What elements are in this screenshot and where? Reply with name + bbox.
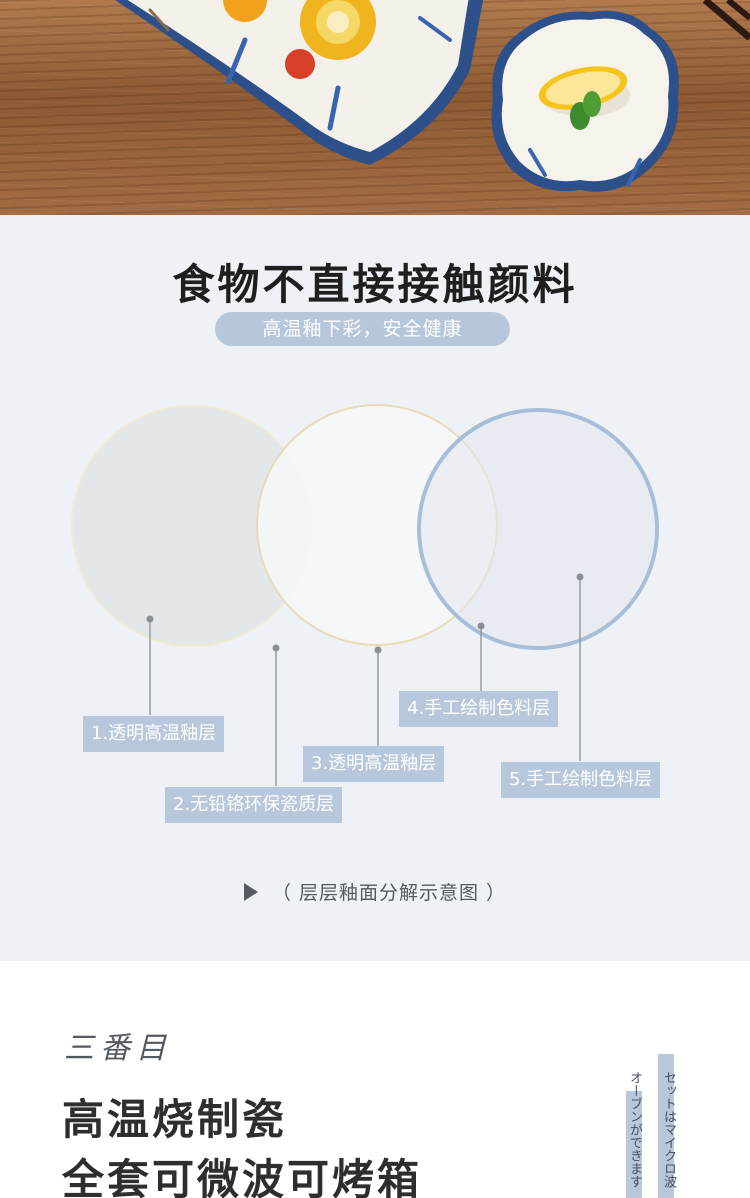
vertical-accent-bar-1 [626, 1091, 642, 1198]
feature-headline-line2: 全套可微波可烤箱 [62, 1155, 423, 1198]
layer-circle-3 [417, 408, 659, 650]
layer-diagram [71, 404, 659, 786]
layer-label-5: 5.手工绘制色料层 [501, 762, 661, 798]
vertical-accent-bar-2 [658, 1054, 674, 1198]
tableware-illustration [114, 0, 750, 192]
feature-headline-line1: 高温烧制瓷 [62, 1095, 288, 1144]
leader-dots [146, 573, 584, 654]
play-triangle-icon [243, 883, 258, 901]
layer-label-3: 3.透明高温釉层 [303, 746, 445, 782]
glaze-layer-section: 食物不直接接触颜料 高温釉下彩，安全健康 1.透明高温釉层 2.无铅铬环保瓷质层… [0, 215, 750, 961]
subtitle-pill: 高温釉下彩，安全健康 [215, 312, 510, 346]
script-title: 三番目 [64, 1031, 172, 1066]
layer-circles [71, 404, 659, 650]
layer-label-2: 2.无铅铬环保瓷质层 [165, 787, 343, 823]
leader-lines [149, 577, 581, 786]
layer-label-1: 1.透明高温釉层 [83, 716, 225, 752]
diagram-caption: （ 层层釉面分解示意图 ） [0, 878, 750, 905]
section-headline: 食物不直接接触颜料 [172, 260, 578, 309]
diagram-caption-text: （ 层层釉面分解示意图 ） [271, 882, 507, 904]
vertical-japanese-text-1: オーブンができます [627, 1071, 642, 1188]
product-photo [0, 0, 750, 215]
vertical-japanese-text-2: セットはマイクロ波 [661, 1071, 676, 1188]
layer-label-4: 4.手工绘制色料层 [399, 691, 559, 727]
feature-section: 三番目 高温烧制瓷 全套可微波可烤箱 オーブンができます セットはマイクロ波 [0, 961, 750, 1198]
